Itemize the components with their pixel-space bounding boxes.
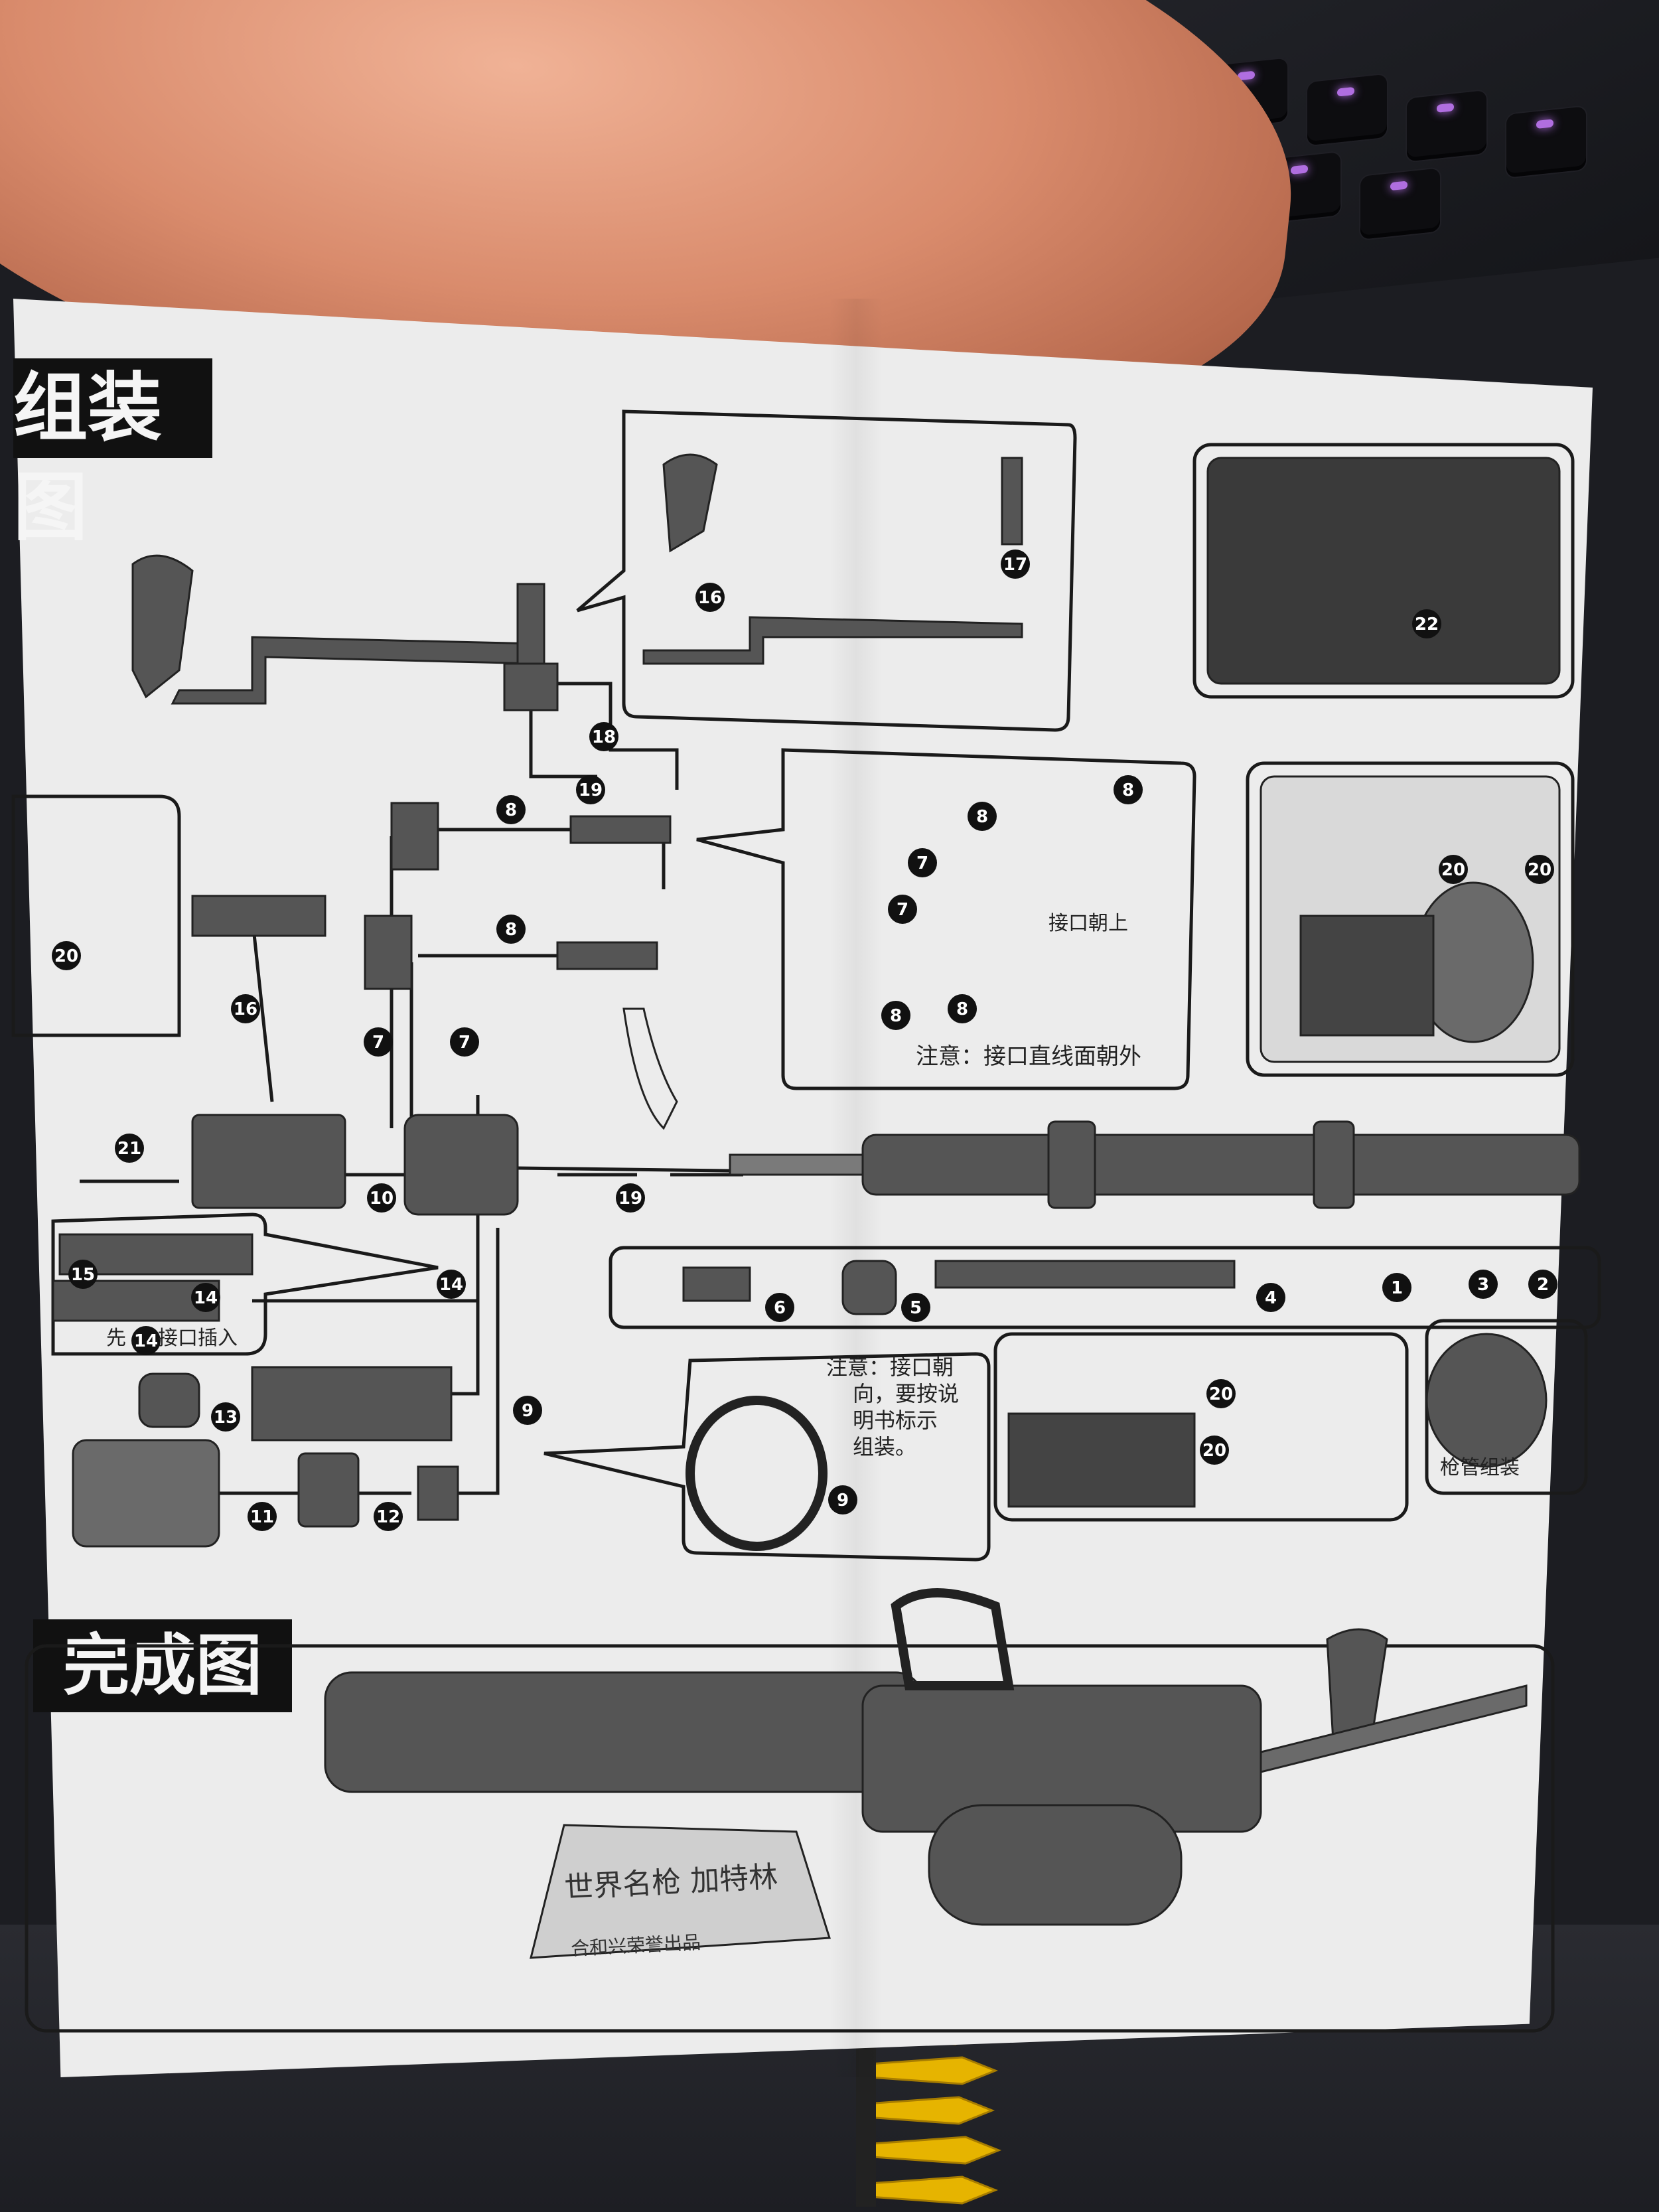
step-badge: 19 bbox=[576, 775, 605, 804]
step-badge-label: 8 bbox=[976, 807, 988, 827]
step-badge-label: 7 bbox=[372, 1033, 384, 1053]
step-badge: 12 bbox=[374, 1502, 403, 1531]
step-badge: 20 bbox=[52, 941, 81, 970]
step-badge-label: 7 bbox=[897, 900, 908, 920]
step-badge: 14 bbox=[191, 1283, 220, 1312]
step-badge: 19 bbox=[616, 1183, 645, 1213]
step-badge: 3 bbox=[1469, 1270, 1498, 1299]
step-badge: 17 bbox=[1001, 550, 1030, 579]
step-badge-label: 17 bbox=[1003, 555, 1027, 575]
step-badge-label: 7 bbox=[916, 853, 928, 873]
step-badge: 22 bbox=[1412, 609, 1441, 638]
step-badge: 7 bbox=[450, 1027, 479, 1057]
step-badge-label: 20 bbox=[54, 946, 78, 966]
note-line: 明书标示 bbox=[853, 1408, 938, 1433]
step-badge: 8 bbox=[968, 802, 997, 831]
step-badge-label: 20 bbox=[1202, 1441, 1226, 1461]
step-badge-label: 19 bbox=[618, 1189, 642, 1209]
step-badge: 8 bbox=[496, 795, 526, 824]
step-badge: 8 bbox=[496, 915, 526, 944]
step-badge-label: 18 bbox=[592, 727, 616, 747]
note-insert-first: 先 接口插入 bbox=[106, 1324, 238, 1353]
step-badge-label: 7 bbox=[459, 1033, 470, 1053]
step-badge: 14 bbox=[131, 1326, 161, 1355]
step-badge-label: 9 bbox=[837, 1491, 849, 1511]
step-badge: 15 bbox=[68, 1260, 98, 1289]
step-badge: 5 bbox=[901, 1293, 930, 1322]
note-line: 向，要按说 bbox=[853, 1381, 960, 1406]
step-badge: 16 bbox=[231, 994, 260, 1023]
step-badge-label: 8 bbox=[1122, 780, 1134, 800]
step-badge-label: 15 bbox=[71, 1265, 95, 1285]
step-badge: 8 bbox=[1114, 775, 1143, 804]
step-badge: 16 bbox=[695, 583, 725, 612]
step-badge-label: 19 bbox=[579, 780, 603, 800]
step-badge-label: 4 bbox=[1265, 1288, 1277, 1308]
step-badge-label: 22 bbox=[1415, 615, 1439, 634]
step-badge: 2 bbox=[1528, 1270, 1557, 1299]
step-badge-label: 11 bbox=[250, 1507, 274, 1527]
assembly-title: 组装图 bbox=[13, 358, 212, 551]
step-badge: 8 bbox=[948, 994, 977, 1023]
step-badge-label: 2 bbox=[1537, 1275, 1549, 1295]
step-badge: 9 bbox=[828, 1485, 857, 1514]
step-badge-label: 12 bbox=[376, 1507, 400, 1527]
step-badge-label: 5 bbox=[910, 1298, 922, 1318]
complete-title: 完成图 bbox=[33, 1619, 292, 1712]
step-badge: 18 bbox=[589, 722, 618, 751]
step-badge-label: 14 bbox=[134, 1331, 158, 1351]
step-badge: 20 bbox=[1206, 1379, 1236, 1408]
step-badge: 13 bbox=[211, 1402, 240, 1432]
step-badge-label: 21 bbox=[117, 1139, 141, 1159]
step-badge: 8 bbox=[881, 1001, 910, 1030]
step-badge: 1 bbox=[1382, 1273, 1411, 1302]
note-port-up: 接口朝上 bbox=[1048, 912, 1128, 935]
step-badge-label: 1 bbox=[1391, 1278, 1403, 1298]
step-badge-label: 14 bbox=[194, 1288, 218, 1308]
step-badge: 14 bbox=[437, 1270, 466, 1299]
note-line: 组装。 bbox=[853, 1434, 917, 1459]
step-badge-label: 13 bbox=[214, 1408, 238, 1428]
step-badge-label: 14 bbox=[439, 1275, 463, 1295]
step-badge-label: 20 bbox=[1528, 860, 1551, 880]
step-badge: 7 bbox=[888, 895, 917, 924]
step-badge-label: 6 bbox=[774, 1298, 786, 1318]
note-line: 注意：接口朝 bbox=[826, 1355, 954, 1380]
step-badge: 20 bbox=[1200, 1436, 1229, 1465]
step-badge-label: 8 bbox=[890, 1006, 902, 1026]
note-port-line-out: 注意：接口直线面朝外 bbox=[916, 1043, 1141, 1070]
note-port-direction: 注意：接口朝 向，要按说 明书标示 组装。 bbox=[826, 1354, 959, 1460]
step-badge: 7 bbox=[364, 1027, 393, 1057]
step-badge-label: 8 bbox=[505, 920, 517, 940]
step-badge: 10 bbox=[367, 1183, 396, 1213]
step-badge: 9 bbox=[513, 1396, 542, 1425]
step-badge: 11 bbox=[248, 1502, 277, 1531]
step-badge-label: 16 bbox=[234, 999, 257, 1019]
note-insert-first-part1: 先 bbox=[106, 1327, 126, 1350]
step-badge: 7 bbox=[908, 848, 937, 877]
step-badge-label: 8 bbox=[505, 800, 517, 820]
step-badge-label: 9 bbox=[522, 1401, 534, 1421]
note-barrel-assembly: 枪管组装 bbox=[1440, 1456, 1520, 1479]
step-badge-label: 20 bbox=[1209, 1384, 1233, 1404]
step-badge: 6 bbox=[765, 1293, 794, 1322]
step-badge-label: 20 bbox=[1441, 860, 1465, 880]
step-badge-label: 16 bbox=[698, 588, 722, 608]
step-badge-label: 8 bbox=[956, 999, 968, 1019]
step-badge: 4 bbox=[1256, 1283, 1285, 1312]
note-insert-first-part2: 接口插入 bbox=[158, 1327, 238, 1350]
step-badge: 21 bbox=[115, 1134, 144, 1163]
step-badge-label: 3 bbox=[1477, 1275, 1489, 1295]
step-badge: 20 bbox=[1439, 855, 1468, 884]
step-badge-label: 10 bbox=[370, 1189, 394, 1209]
step-badge: 20 bbox=[1525, 855, 1554, 884]
